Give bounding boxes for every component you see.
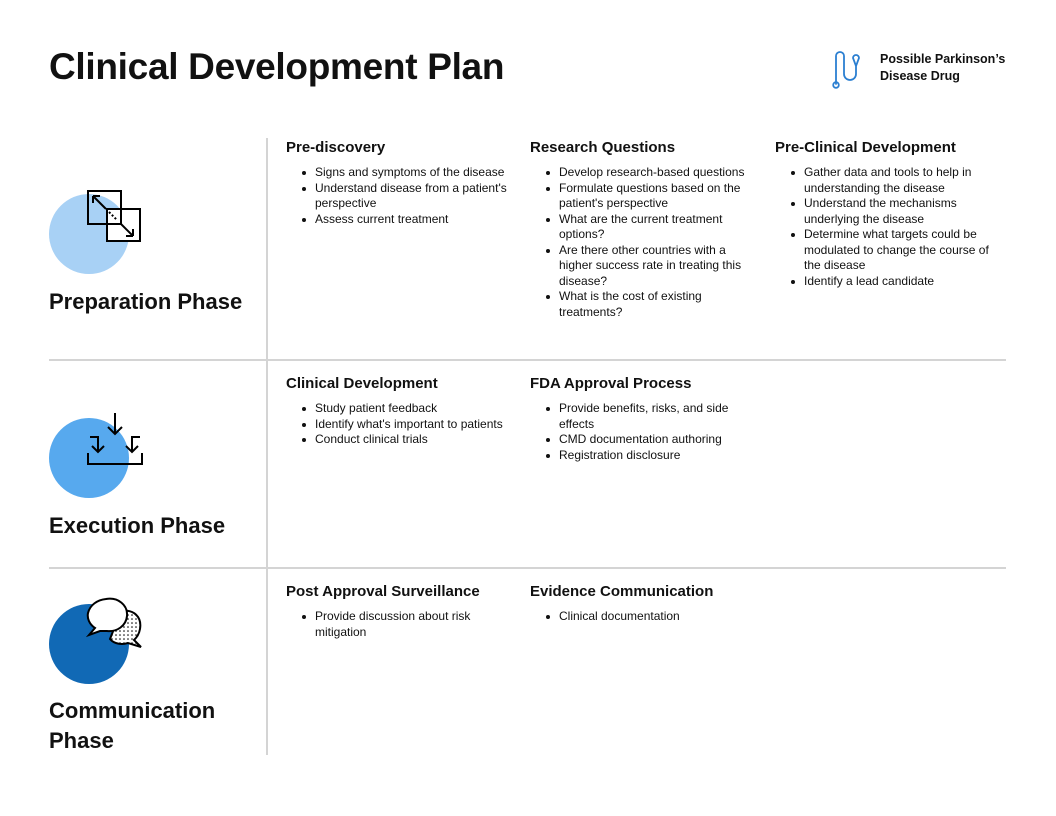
section-evidence-communication: Evidence Communication Clinical document…	[530, 583, 760, 625]
section-fda-approval-process: FDA Approval Process Provide benefits, r…	[530, 375, 760, 463]
list-item: Conduct clinical trials	[286, 432, 516, 448]
phase-title: Preparation Phase	[49, 289, 243, 314]
list-item: Understand disease from a patient's pers…	[286, 181, 516, 212]
list-item: Develop research-based questions	[530, 165, 760, 181]
list-item: What are the current treatment options?	[530, 212, 760, 243]
page-title: Clinical Development Plan	[49, 46, 505, 87]
list-item: Assess current treatment	[286, 212, 516, 228]
section-heading: Post Approval Surveillance	[286, 583, 480, 600]
section-pre-discovery: Pre-discovery Signs and symptoms of the …	[286, 139, 516, 227]
section-heading: FDA Approval Process	[530, 375, 692, 392]
section-heading: Evidence Communication	[530, 583, 714, 600]
list-item: Determine what targets could be modulate…	[775, 227, 1005, 274]
stethoscope-icon	[832, 51, 860, 89]
brand-line-1: Possible Parkinson’s	[880, 52, 1006, 66]
column-divider	[266, 138, 268, 755]
section-pre-clinical-development: Pre-Clinical Development Gather data and…	[775, 139, 1005, 289]
phase-title: Communication Phase	[49, 698, 216, 753]
section-clinical-development: Clinical Development Study patient feedb…	[286, 375, 516, 448]
section-heading: Research Questions	[530, 139, 676, 156]
section-heading: Pre-discovery	[286, 139, 386, 156]
list-item: Understand the mechanisms underlying the…	[775, 196, 1005, 227]
section-heading: Clinical Development	[286, 375, 438, 392]
list-item: Identify a lead candidate	[775, 274, 1005, 290]
list-item: Study patient feedback	[286, 401, 516, 417]
list-item: Signs and symptoms of the disease	[286, 165, 516, 181]
row-divider	[49, 359, 1006, 361]
list-item: Gather data and tools to help in underst…	[775, 165, 1005, 196]
section-heading: Pre-Clinical Development	[775, 139, 956, 156]
brand: Possible Parkinson’s Disease Drug	[830, 48, 1005, 90]
list-item: Registration disclosure	[530, 448, 760, 464]
phase-title: Execution Phase	[49, 513, 226, 538]
list-item: Are there other countries with a higher …	[530, 243, 760, 290]
row-divider	[49, 567, 1006, 569]
list-item: CMD documentation authoring	[530, 432, 760, 448]
list-item: Clinical documentation	[530, 609, 760, 625]
list-item: Provide benefits, risks, and side effect…	[530, 401, 760, 432]
section-post-approval-surveillance: Post Approval Surveillance Provide discu…	[286, 583, 516, 640]
list-item: Provide discussion about risk mitigation	[286, 609, 516, 640]
brand-line-2: Disease Drug	[880, 69, 960, 83]
list-item: What is the cost of existing treatments?	[530, 289, 760, 320]
list-item: Formulate questions based on the patient…	[530, 181, 760, 212]
chat-bubbles-icon	[86, 597, 142, 648]
merge-arrows-icon	[87, 413, 143, 465]
list-item: Identify what's important to patients	[286, 417, 516, 433]
section-research-questions: Research Questions Develop research-base…	[530, 139, 760, 320]
expand-arrows-icon	[87, 190, 141, 242]
